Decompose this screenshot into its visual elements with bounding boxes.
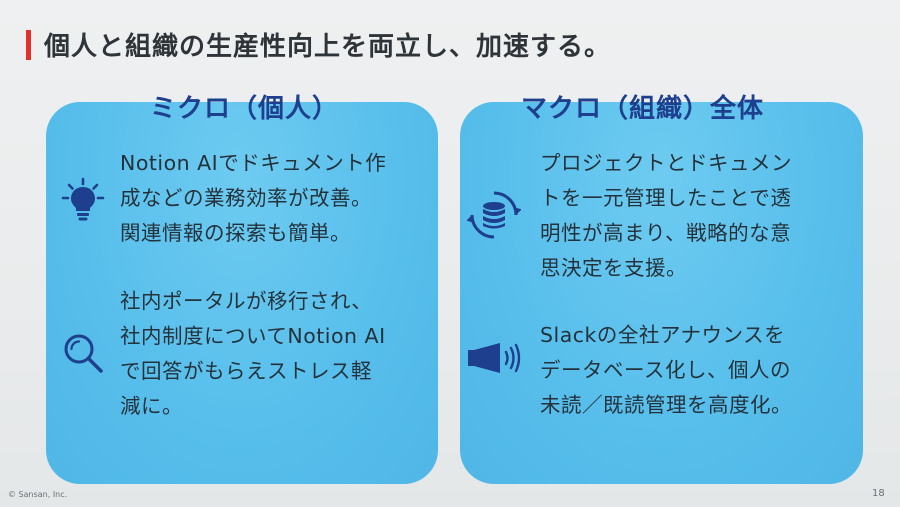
page-number: 18 bbox=[872, 488, 885, 499]
title-accent-bar bbox=[26, 30, 31, 60]
search-icon bbox=[64, 334, 103, 373]
micro-item-1-text: Notion AIでドキュメント作 成などの業務効率が改善。 関連情報の探索も簡… bbox=[120, 151, 387, 245]
micro-panel bbox=[46, 102, 438, 484]
macro-item-2-text: Slackの全社アナウンスを データベース化し、個人の 未読／既読管理を高度化。 bbox=[540, 323, 792, 417]
macro-panel bbox=[460, 102, 863, 484]
database-sync-icon bbox=[467, 191, 521, 239]
macro-heading: マクロ（組織）全体 bbox=[521, 94, 765, 124]
macro-item-1-text: プロジェクトとドキュメン トを一元管理したことで透 明性が高まり、戦略的な意 思… bbox=[540, 151, 792, 280]
slide-title: 個人と組織の生産性向上を両立し、加速する。 bbox=[44, 32, 612, 62]
lightbulb-icon bbox=[61, 177, 105, 221]
copyright-text: © Sansan, Inc. bbox=[8, 490, 68, 499]
micro-heading: ミクロ（個人） bbox=[150, 94, 340, 124]
megaphone-icon bbox=[468, 343, 521, 373]
micro-item-2-text: 社内ポータルが移行され、 社内制度についてNotion AI で回答がもらえスト… bbox=[120, 289, 386, 418]
